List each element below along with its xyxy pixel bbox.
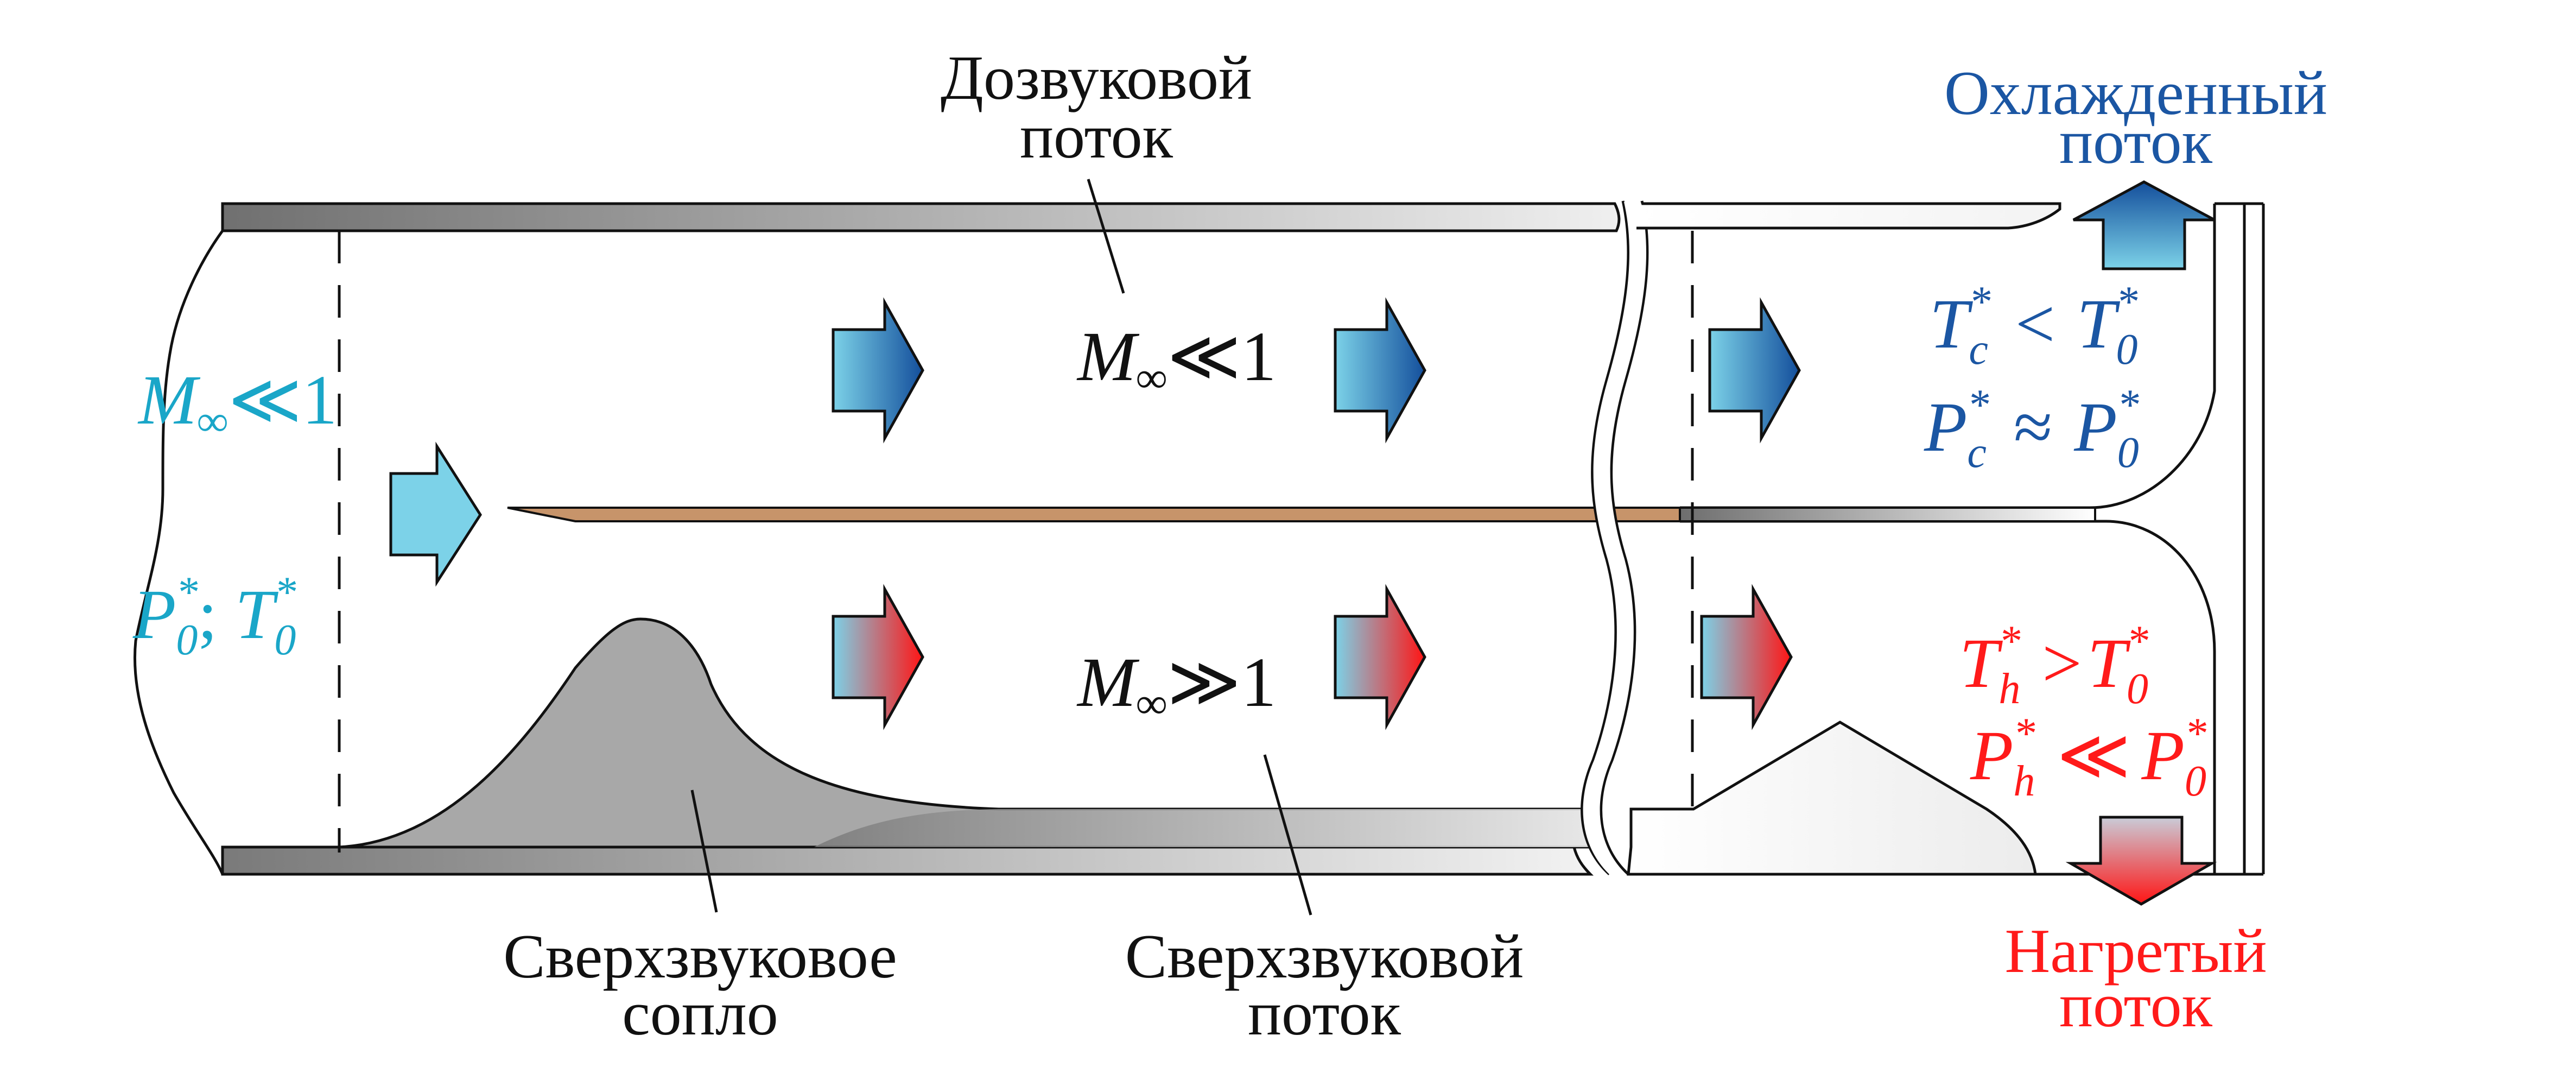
supersonic-nozzle-label-line1: Сверхзвуковое (503, 922, 897, 992)
supersonic-nozzle-label-line2: сопло (622, 979, 778, 1049)
subsonic-arrow-1 (832, 297, 924, 444)
hot-pressure-formula: P*h≪P*0 (1970, 710, 2206, 805)
supersonic-flow-label-line2: поток (1248, 979, 1401, 1049)
leader-supersonic (1263, 754, 1312, 915)
cold-outlet-arrow (2072, 180, 2216, 270)
cooled-flow-label-line1: Охлажденный (1944, 59, 2327, 128)
cold-channel-boundary (1680, 204, 2216, 509)
hot-outlet-arrow (2065, 816, 2217, 906)
cold-pressure-formula: P*c≈P*0 (1924, 381, 2139, 477)
subsonic-flow-label-line1: Дозвуковой (941, 43, 1252, 113)
divider-plate (507, 507, 1681, 522)
cooled-flow-label-line2: поток (2059, 108, 2213, 177)
leader-subsonic (1087, 179, 1125, 294)
inlet-flow-arrow (389, 441, 482, 587)
heated-flow-label-line1: Нагретый (2004, 917, 2267, 986)
inlet-break-line (133, 230, 224, 875)
subsonic-arrow-2 (1334, 297, 1426, 444)
bottom-wall (221, 845, 1594, 876)
upper-channel-mach-formula: M∞≪1 (1076, 318, 1276, 402)
chamber-divider (1679, 507, 2096, 522)
leader-nozzle (690, 790, 718, 913)
supersonic-nozzle-shape (339, 617, 1592, 849)
supersonic-arrow-3 (1700, 584, 1793, 730)
break-line-1 (1581, 200, 1630, 875)
lower-channel-mach-formula: M∞≫1 (1076, 643, 1276, 728)
supersonic-flow-label-line1: Сверхзвуковой (1125, 922, 1524, 992)
subsonic-flow-label-line2: поток (1020, 102, 1173, 172)
inlet-stagnation-formula: P*0; T*0 (132, 569, 296, 664)
supersonic-arrow-1 (832, 584, 924, 730)
chamber-ramp (1627, 721, 2037, 876)
subsonic-arrow-3 (1708, 297, 1801, 444)
hot-temperature-formula: T*h>T*0 (1959, 617, 2148, 713)
heated-flow-label-line2: поток (2059, 971, 2213, 1040)
break-line-2 (1600, 200, 1649, 875)
supersonic-arrow-2 (1334, 584, 1426, 730)
cold-temperature-formula: T*c<T*0 (1930, 278, 2137, 374)
hot-channel-boundary (1680, 520, 2216, 874)
inlet-mach-formula: M∞≪1 (137, 361, 337, 445)
chamber-top-wall (1636, 202, 2061, 230)
top-wall (221, 202, 1621, 232)
